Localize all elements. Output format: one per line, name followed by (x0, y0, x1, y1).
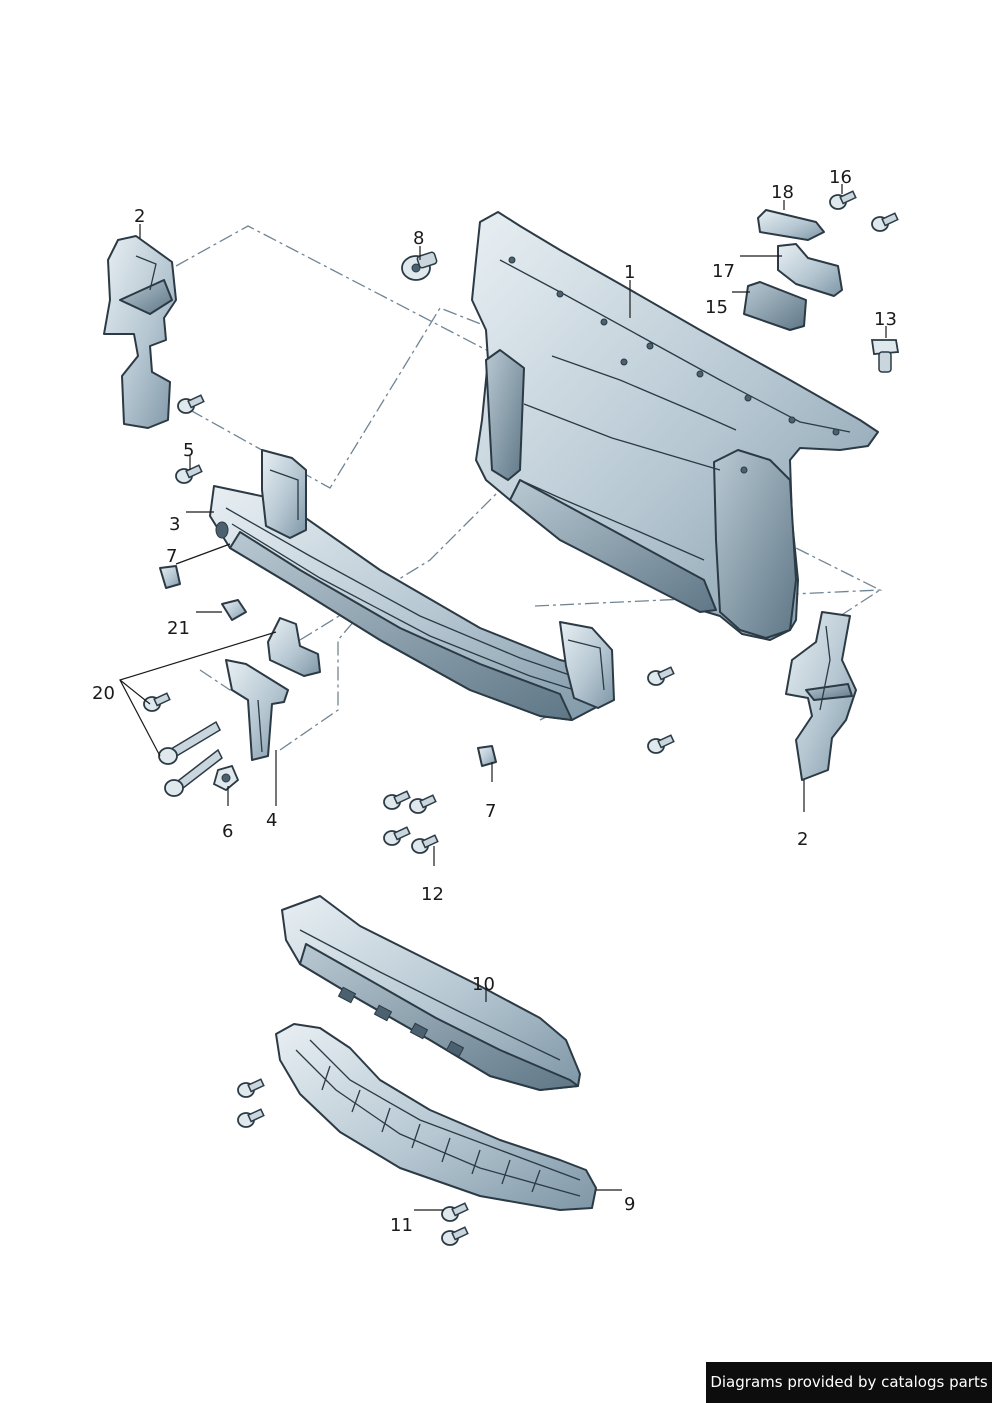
callout-20: 20 (92, 683, 115, 704)
energy-absorber-part-10 (281, 895, 581, 1091)
lower-cover-part-9 (275, 1023, 597, 1211)
air-guide-right-part-2 (785, 611, 857, 781)
callout-1: 1 (624, 262, 635, 283)
callout-10: 10 (472, 974, 495, 995)
callout-18: 18 (771, 182, 794, 203)
callout-2-left: 2 (134, 206, 145, 227)
mounting-bracket (267, 617, 321, 677)
air-guide-left-part-2 (103, 235, 177, 429)
callout-17: 17 (712, 261, 735, 282)
callout-13: 13 (874, 309, 897, 330)
leader-lines (119, 184, 887, 1211)
callout-2-right: 2 (797, 829, 808, 850)
callout-4: 4 (266, 810, 277, 831)
callout-12: 12 (421, 884, 444, 905)
callout-labels: 1 2 2 3 4 5 6 7 7 8 9 10 11 12 13 15 16 … (92, 167, 897, 1236)
callout-6: 6 (222, 821, 233, 842)
lock-carrier-part-1 (471, 211, 879, 641)
callout-21: 21 (167, 618, 190, 639)
callout-7-right: 7 (485, 801, 496, 822)
callout-3: 3 (169, 514, 180, 535)
bolts (143, 190, 899, 1246)
credit-banner: Diagrams provided by catalogs parts (706, 1362, 992, 1403)
callout-7-left: 7 (166, 546, 177, 567)
bracket-part-4 (225, 659, 289, 761)
callout-15: 15 (705, 297, 728, 318)
callout-5: 5 (183, 440, 194, 461)
small-parts-upper-right (743, 209, 900, 373)
grommet-part-8 (401, 251, 438, 281)
callout-16: 16 (829, 167, 852, 188)
callout-11: 11 (390, 1215, 413, 1236)
callout-8: 8 (413, 228, 424, 249)
callout-9: 9 (624, 1194, 635, 1215)
bumper-reinforcement-part-3 (209, 449, 615, 721)
